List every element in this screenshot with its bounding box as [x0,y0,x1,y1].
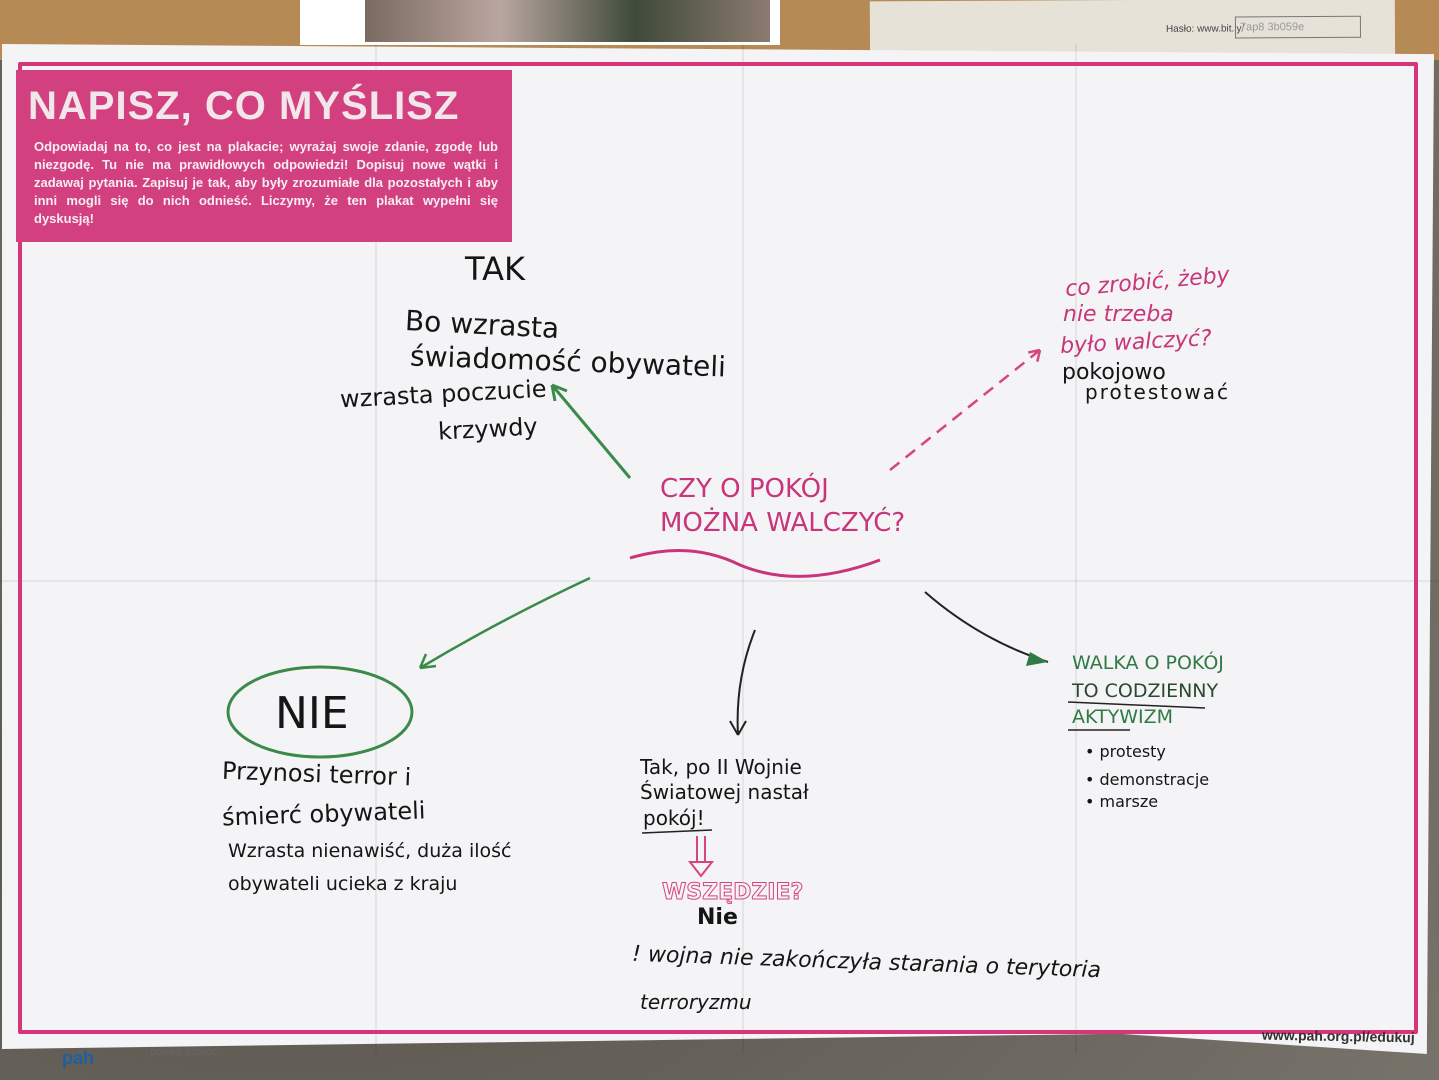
poster-border [18,62,1418,1034]
bullet-item: • marsze [1085,792,1159,811]
arrow-to-question [889,348,1042,471]
note-wszedzie: WSZĘDZIE? [661,880,804,906]
note-mid-line: pokój! [643,806,705,830]
fold [1075,44,1077,1054]
arrow-down [729,629,756,736]
note-nie-line: obywateli ucieka z kraju [228,873,458,895]
arrowhead-walka [1026,652,1048,666]
polska-pomoc-logo: polska pomoc [150,1046,218,1058]
arrow-to-tak [550,383,632,479]
footer-url: www.pah.org.pl/edukuj [1262,1026,1416,1046]
pokoj-underline [641,829,713,834]
double-arrow-down [687,836,715,878]
note-mid-line: Tak, po II Wojnie [640,755,802,779]
bullet-item: • demonstracje [1085,770,1210,789]
poster-instructions: Odpowiadaj na to, co jest na plakacie; w… [34,139,498,226]
note-tak: TAK [465,250,525,288]
walka-underline [1067,701,1206,731]
nie-circle [226,665,414,759]
note-question-line: nie trzeba [1063,302,1174,327]
fold [375,44,377,1054]
note-nie: NIE [275,688,349,739]
note-walka-line: WALKA O POKÓJ [1072,652,1224,674]
note-walka-line: TO CODZIENNY [1072,680,1219,702]
note-answer-line: protestować [1085,380,1230,404]
poster-header: NAPISZ, CO MYŚLISZ Odpowiadaj na to, co … [16,70,512,242]
note-walka-line: AKTYWIZM [1072,706,1173,728]
note-mid-line: Światowej nastał [640,780,809,804]
poster-title: NAPISZ, CO MYŚLISZ [28,84,460,128]
fold [0,580,1439,582]
arrow-to-walka [924,591,1049,663]
fold [742,44,744,1054]
central-question-line1: CZY O POKÓJ [660,474,829,504]
note-nie-line: Wzrasta nienawiść, duża ilość [228,840,512,862]
bullet-item: • protesty [1085,742,1166,761]
pah-logo: pah [62,1048,95,1068]
note-bottom-line: terroryzmu [640,990,752,1014]
note-nie-answer: Nie [697,905,738,930]
arrow-to-nie [418,576,591,670]
question-underline [629,549,881,578]
photo-image [365,0,770,42]
note-answer-line: pokojowo [1062,360,1166,385]
central-question-line2: MOŻNA WALCZYĆ? [660,508,906,538]
note-tak-line: krzywdy [437,412,539,446]
